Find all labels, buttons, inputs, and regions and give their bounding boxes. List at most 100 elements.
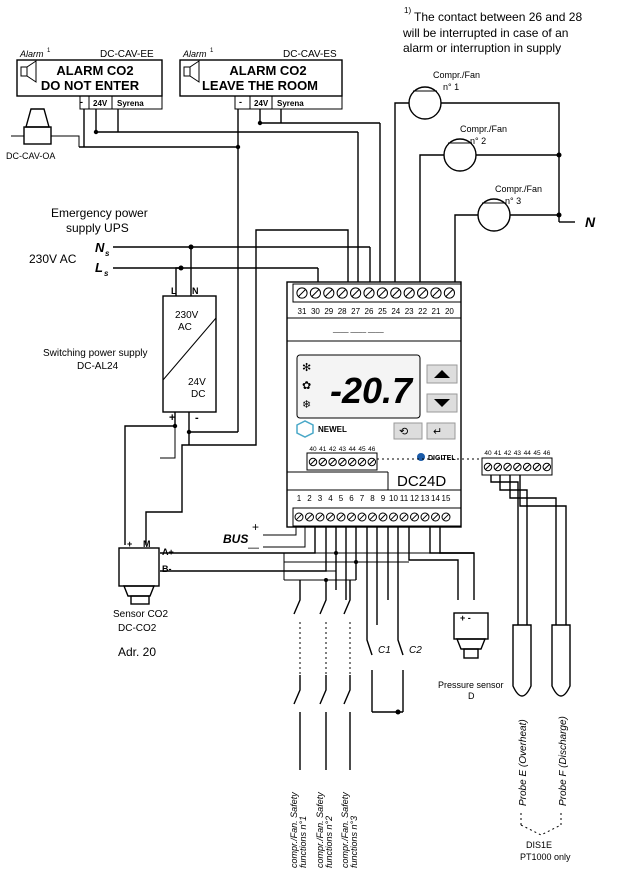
terminal-number: 20	[445, 307, 454, 316]
svg-text:ALARM CO2: ALARM CO2	[56, 63, 133, 78]
svg-text:n° 1: n° 1	[443, 82, 459, 92]
svg-text:M: M	[143, 539, 151, 549]
svg-text:DC: DC	[191, 389, 205, 400]
footnote-line: will be interrupted in case of an	[402, 26, 568, 40]
terminal-number: 7	[360, 494, 365, 503]
alarm-box-right: Alarm 1 DC-CAV-ES ALARM CO2 LEAVE THE RO…	[179, 48, 343, 110]
terminal-number: 11	[400, 494, 409, 503]
cycle-icon: ⟲	[399, 426, 408, 438]
terminal-number: 13	[421, 494, 430, 503]
pt-label: PT1000 only	[520, 852, 571, 862]
svg-text:A+: A+	[162, 547, 174, 557]
terminal-number: 29	[324, 307, 333, 316]
footnote-line: The contact between 26 and 28	[414, 10, 582, 24]
svg-text:-: -	[239, 97, 242, 107]
safety-contact-2	[319, 580, 327, 770]
terminal-slot	[400, 513, 408, 521]
svg-text:1: 1	[210, 48, 214, 54]
neutral-wiring: N	[394, 102, 596, 282]
terminal-number: 46	[368, 446, 376, 453]
terminal-number: 41	[319, 446, 327, 453]
svg-text:L: L	[171, 286, 177, 296]
terminal-number: 1	[297, 494, 302, 503]
terminal-number: 3	[318, 494, 323, 503]
compressor-3: Compr./Fan n° 3	[477, 184, 542, 232]
ups-label-2: supply UPS	[66, 221, 129, 235]
sensor-address: Adr. 20	[118, 645, 156, 659]
svg-text:n° 3: n° 3	[505, 196, 521, 206]
svg-text:+ -: + -	[460, 613, 471, 623]
svg-text:Alarm: Alarm	[182, 49, 207, 59]
svg-text:n° 2: n° 2	[470, 136, 486, 146]
svg-text:24V: 24V	[188, 377, 206, 388]
terminal-slot	[391, 288, 400, 298]
horn-label: DC-CAV-OA	[6, 151, 55, 161]
terminal-slot	[431, 288, 441, 298]
terminal-number: 45	[533, 450, 541, 457]
pressure-sensor: + - Pressure sensor D	[438, 612, 504, 701]
compressor-1: Compr./Fan n° 1	[408, 70, 480, 120]
terminal-number: 40	[484, 450, 492, 457]
terminal-slot	[445, 288, 454, 298]
probe-f: Probe F (Discharge)	[551, 624, 571, 825]
terminal-number: 44	[349, 446, 357, 453]
terminal-slot	[338, 288, 347, 298]
terminal-slot	[494, 463, 501, 471]
svg-text:Probe E (Overheat): Probe E (Overheat)	[518, 719, 529, 806]
terminal-slot	[306, 513, 313, 521]
terminal-number: 12	[410, 494, 419, 503]
terminal-number: 5	[339, 494, 344, 503]
terminal-slot	[405, 288, 414, 298]
supply-lines	[113, 244, 371, 296]
terminal-number: 31	[298, 307, 307, 316]
terminal-number: 4	[328, 494, 333, 503]
svg-text:1: 1	[47, 48, 51, 54]
terminal-number: 42	[329, 446, 337, 453]
svg-text:functions n°2: functions n°2	[324, 816, 334, 868]
terminal-number: 2	[307, 494, 312, 503]
compressor-2: Compr./Fan n° 2	[443, 124, 507, 172]
terminal-number: 26	[365, 307, 374, 316]
terminal-slot	[533, 463, 541, 471]
svg-text:24V: 24V	[93, 99, 108, 108]
terminal-slot	[349, 458, 356, 466]
terminal-slot	[369, 513, 376, 521]
terminal-slot	[368, 458, 375, 466]
svg-text:LEAVE THE ROOM: LEAVE THE ROOM	[202, 78, 318, 93]
psu-caption: Switching power supply	[43, 348, 148, 359]
svg-text:s: s	[104, 269, 109, 278]
terminal-slot	[311, 288, 320, 298]
terminal-slot	[327, 513, 334, 521]
terminal-number: 9	[381, 494, 386, 503]
svg-text:+: +	[127, 539, 132, 549]
svg-text:DO NOT ENTER: DO NOT ENTER	[41, 78, 140, 93]
terminal-slot	[484, 463, 492, 471]
sensor-caption: DC-CO2	[118, 623, 157, 634]
svg-text:-: -	[195, 412, 199, 424]
svg-text:DC-CAV-EE: DC-CAV-EE	[100, 49, 154, 60]
terminal-number: 15	[442, 494, 451, 503]
svg-text:N: N	[192, 286, 199, 296]
terminal-number: 30	[311, 307, 320, 316]
terminal-slot	[358, 513, 366, 521]
neutral-label: N	[585, 214, 596, 230]
mid-terminal-row	[308, 457, 377, 467]
terminal-number: 46	[543, 450, 551, 457]
footnote-line: alarm or interruption in supply	[403, 41, 561, 55]
ac-label: 230V AC	[29, 252, 77, 266]
svg-text:C2: C2	[409, 645, 422, 656]
svg-text:1): 1)	[404, 6, 411, 15]
bottom-terminal-row	[294, 512, 451, 522]
svg-text:ALARM CO2: ALARM CO2	[229, 63, 306, 78]
terminal-slot	[297, 288, 307, 298]
svg-text:NEWEL: NEWEL	[318, 425, 347, 434]
terminal-number: 22	[418, 307, 427, 316]
terminal-slot	[316, 513, 324, 521]
terminal-number: 6	[349, 494, 354, 503]
terminal-slot	[411, 513, 418, 521]
terminal-slot	[379, 513, 387, 521]
terminal-slot	[421, 513, 429, 521]
